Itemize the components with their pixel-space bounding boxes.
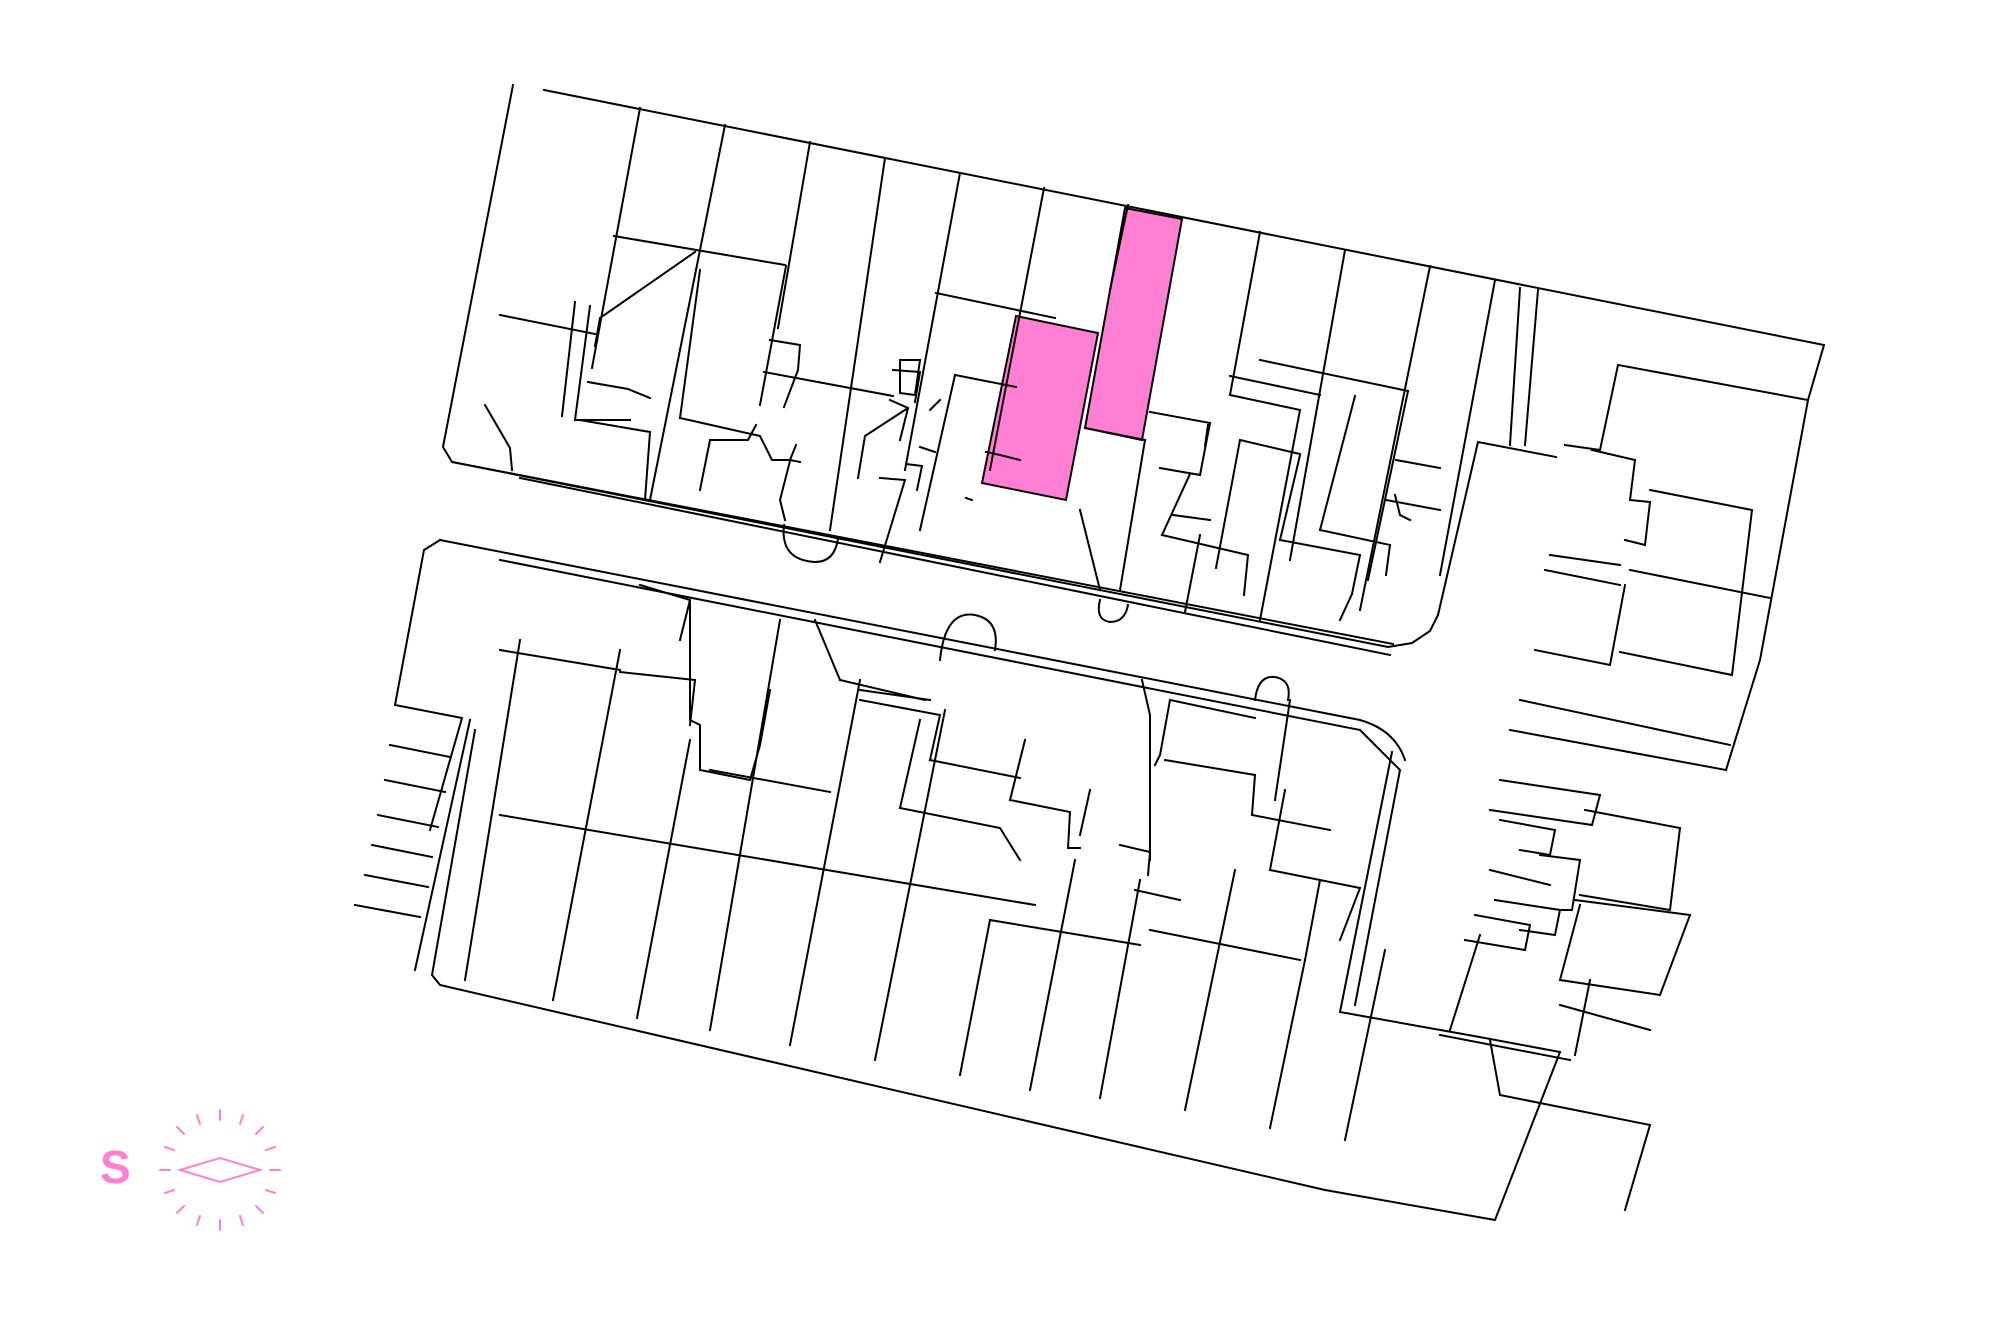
south-block-outline (393, 538, 1562, 1222)
north-block (441, 83, 1826, 657)
compass-south-label: S (100, 1141, 131, 1193)
south-block (353, 538, 1562, 1222)
compass-rose-icon (159, 1109, 281, 1231)
north-road-inner (518, 476, 1392, 657)
highlighted-plot-rear[interactable] (980, 314, 1100, 502)
north-block-outline (441, 83, 1826, 649)
highlighted-plot-front[interactable] (1083, 206, 1184, 442)
east-block (1438, 363, 1810, 1212)
compass: S (95, 1105, 285, 1235)
north-road-edge (450, 460, 1395, 646)
